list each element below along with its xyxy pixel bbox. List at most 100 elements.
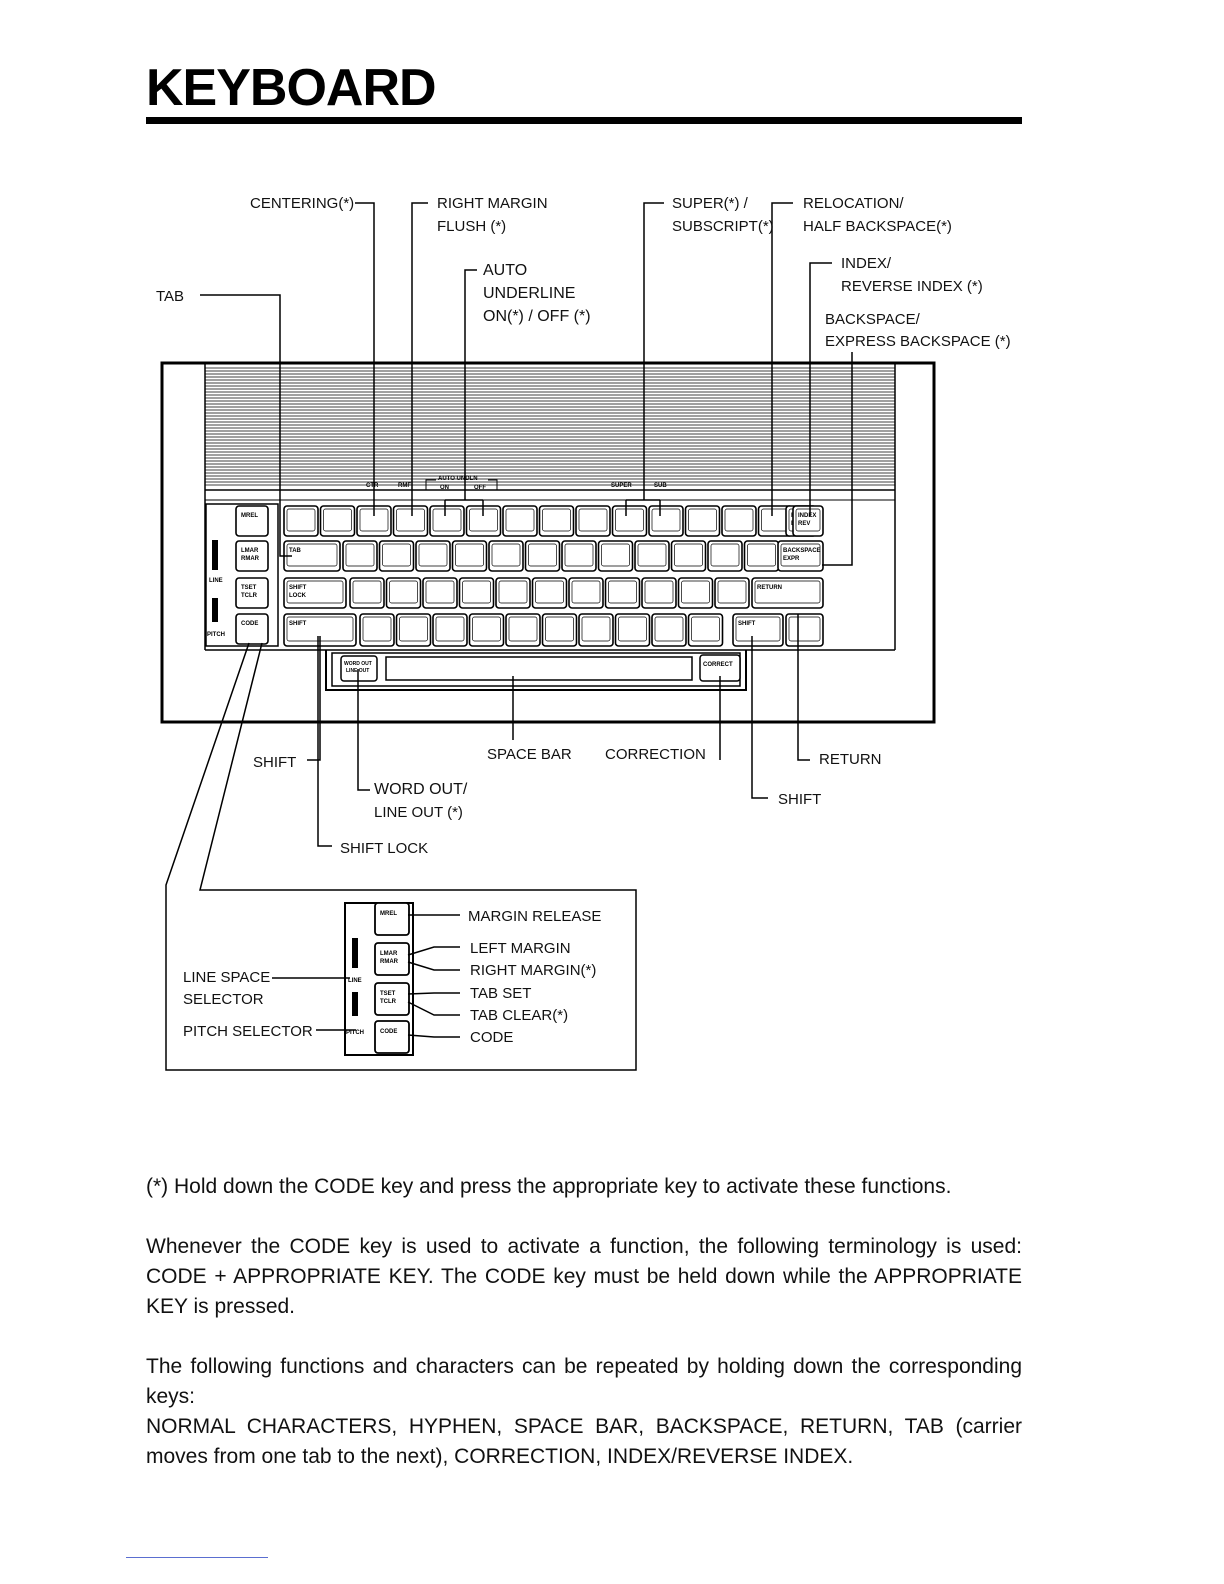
pitch-label: PITCH — [207, 632, 225, 638]
key-face — [654, 616, 684, 642]
key-index-label: INDEX — [798, 513, 816, 519]
kb-label-off: OFF — [474, 485, 486, 491]
inset-right-margin: RIGHT MARGIN(*) — [470, 962, 597, 979]
key-lmar-rmar-label: LMAR — [241, 548, 259, 554]
callout-backspace-2: EXPRESS BACKSPACE (*) — [825, 333, 1011, 350]
callout-tab: TAB — [156, 288, 185, 305]
inset-key-lmar — [374, 942, 410, 976]
inset-tab-clear: TAB CLEAR(*) — [470, 1007, 569, 1024]
key — [385, 577, 422, 609]
key-shift-right — [732, 613, 784, 647]
inset-key-tset-label: TCLR — [380, 999, 397, 1005]
key-face — [432, 508, 462, 532]
key-face — [418, 543, 448, 567]
inset-pitch-selector — [352, 992, 358, 1016]
callout-shift-lock: SHIFT LOCK — [340, 840, 429, 857]
key-face — [286, 508, 316, 532]
key-mrel-label: MREL — [241, 513, 258, 519]
key — [670, 540, 707, 572]
key — [422, 577, 458, 609]
key-face — [571, 580, 601, 604]
key — [283, 505, 319, 537]
inset-margin-release: MARGIN RELEASE — [468, 908, 602, 925]
key-backspace-face — [780, 543, 821, 567]
key-index-face — [795, 508, 821, 532]
callout-auto-3: ON(*) / OFF (*) — [483, 308, 591, 325]
key-face — [691, 616, 720, 642]
code-note: (*) Hold down the CODE key and press the… — [146, 1175, 952, 1198]
key-face — [608, 580, 637, 604]
callout-right-margin-flush-2: FLUSH (*) — [437, 218, 507, 235]
key — [641, 577, 677, 609]
callout-right-margin-flush-1: RIGHT MARGIN — [437, 195, 548, 212]
inset-pitch-label: PITCH — [346, 1030, 364, 1036]
key — [743, 540, 780, 572]
key — [502, 505, 538, 537]
callout-correction: CORRECTION — [605, 746, 706, 763]
key-backspace — [777, 540, 824, 572]
key-face — [637, 543, 667, 567]
paragraph-repeat-list: NORMAL CHARACTERS, HYPHEN, SPACE BAR, BA… — [146, 1415, 1022, 1468]
pitch-selector — [212, 598, 218, 622]
inset-key-mrel-label: MREL — [380, 911, 397, 917]
key — [568, 577, 604, 609]
key — [342, 540, 378, 572]
inset-code: CODE — [470, 1029, 514, 1046]
kb-label-auto-undln: AUTO UNDLN — [438, 476, 478, 482]
key — [432, 613, 468, 647]
key — [575, 505, 611, 537]
key-face — [724, 508, 754, 532]
paragraph-code-terminology: Whenever the CODE key is used to activat… — [146, 1235, 1022, 1318]
key — [785, 613, 824, 647]
key-face — [542, 508, 571, 532]
key-face — [382, 543, 411, 567]
key-face — [618, 616, 647, 642]
key-face — [425, 580, 455, 604]
key — [538, 505, 575, 537]
kb-label-super: SUPER — [611, 483, 632, 489]
key-shift-right-face — [735, 616, 781, 642]
key-face — [688, 508, 717, 532]
key-face — [528, 543, 557, 567]
key-return-label: RETURN — [757, 585, 782, 591]
key-shift-lock-label: SHIFT — [289, 585, 307, 591]
callout-word-out-1: WORD OUT/ — [374, 781, 468, 798]
key-shift-lock-label: LOCK — [289, 593, 307, 599]
key-face — [462, 580, 491, 604]
key-face — [644, 580, 674, 604]
key — [721, 505, 757, 537]
key — [714, 577, 750, 609]
key-tset-tclr — [235, 577, 269, 609]
key-shift-right-label: SHIFT — [738, 621, 756, 627]
key-backspace-label: EXPR — [783, 556, 800, 562]
key-face — [455, 543, 484, 567]
footer-rule — [126, 1557, 268, 1558]
key-face — [498, 580, 528, 604]
keyboard-diagram: CTR RMF AUTO UNDLN ON OFF SUPER SUB MREL… — [160, 202, 936, 1071]
inset-left-margin: LEFT MARGIN — [470, 940, 571, 957]
callout-shift-right: SHIFT — [778, 791, 822, 808]
key-face — [389, 580, 418, 604]
paragraph-repeat-intro: The following functions and characters c… — [146, 1355, 1022, 1408]
key-face — [681, 580, 710, 604]
callout-index-2: REVERSE INDEX (*) — [841, 278, 983, 295]
inset-line-space-1: LINE SPACE — [183, 969, 271, 986]
callout-super-1: SUPER(*) / — [672, 195, 748, 212]
key — [648, 505, 684, 537]
key-shift-lock-face — [286, 580, 344, 604]
key-tab-label: TAB — [289, 548, 302, 554]
key — [541, 613, 578, 647]
key — [614, 613, 651, 647]
key-tset-tclr-label: TCLR — [241, 593, 258, 599]
typewriter-body — [160, 361, 936, 724]
key-face — [788, 616, 821, 642]
key-face — [472, 616, 501, 642]
key-face — [581, 616, 611, 642]
key-word-out — [340, 655, 378, 682]
key-face — [601, 543, 630, 567]
inset-line-label: LINE — [348, 978, 362, 984]
key-face — [578, 508, 608, 532]
key-face — [352, 580, 382, 604]
key — [378, 540, 415, 572]
key — [651, 613, 687, 647]
